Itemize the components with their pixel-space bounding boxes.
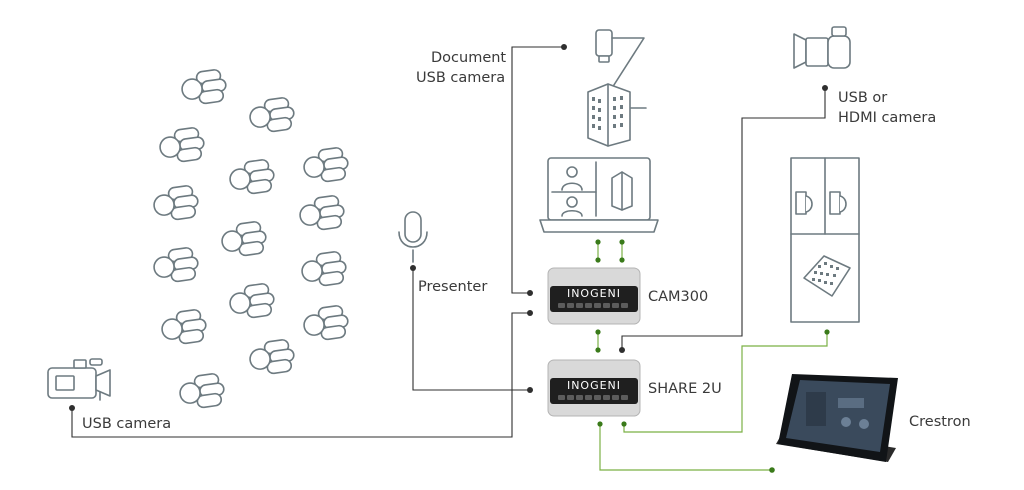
audience-person-icon (153, 185, 199, 221)
control-wiring (595, 239, 830, 473)
crestron-label: Crestron (909, 414, 971, 430)
audience-person-icon (249, 97, 295, 133)
share2u-device: INOGENI (547, 359, 641, 417)
wire-usb-camera (71, 312, 530, 438)
audience-person-icon (301, 251, 347, 287)
wiring (69, 44, 828, 438)
audience-person-icon (303, 305, 349, 341)
usb-hdmi-camera-icon (793, 26, 851, 69)
audience-person-icon (229, 283, 275, 319)
wire-document-camera (511, 46, 564, 294)
share2u-brand-text: INOGENI (567, 379, 621, 392)
wire-presenter-mic (412, 268, 530, 391)
audience-person-icon (161, 309, 207, 345)
usb-hdmi-camera-label-line1: USB or (838, 90, 887, 106)
document-camera-icon (595, 29, 647, 109)
cam300-label: CAM300 (648, 289, 708, 305)
audience-person-icon (159, 127, 205, 163)
audience-person-icon (249, 339, 295, 375)
document-camera-label-line1: Document (431, 50, 506, 66)
laptop-icon (539, 157, 659, 233)
cam300-brand-text: INOGENI (567, 287, 621, 300)
audience-person-icon (303, 147, 349, 183)
microphone-icon (398, 211, 428, 263)
audience-person-icon (153, 247, 199, 283)
document-camera-label-line2: USB camera (416, 70, 505, 86)
wire-usb-hdmi-camera (621, 88, 826, 350)
usb-camera-label: USB camera (82, 416, 171, 432)
cam300-device: INOGENI (547, 267, 641, 325)
audience-person-icon (181, 69, 227, 105)
usb-camera-icon (47, 358, 111, 401)
room-camera-panel-icon (790, 157, 860, 323)
audience-person-icon (229, 159, 275, 195)
share2u-label: SHARE 2U (648, 381, 722, 397)
document-building-icon (587, 83, 631, 147)
audience-person-icon (179, 373, 225, 409)
audience-person-icon (221, 221, 267, 257)
wire-room-control (623, 332, 828, 433)
crestron-touch-panel-icon (776, 374, 898, 462)
presenter-label: Presenter (418, 279, 487, 295)
usb-hdmi-camera-label-line2: HDMI camera (838, 110, 936, 126)
audience-person-icon (299, 195, 345, 231)
audience-group (153, 69, 349, 409)
wire-crestron-control (599, 424, 772, 471)
